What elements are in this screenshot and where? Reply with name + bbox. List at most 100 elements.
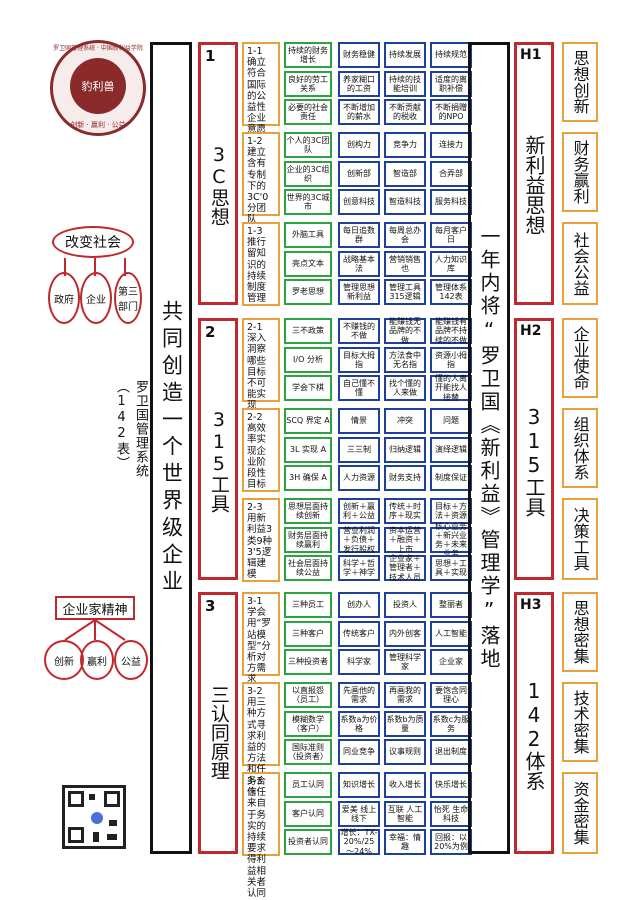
blue-box-2-3-2-2: 资本运营＋融资＋上市 — [384, 526, 426, 554]
blue-box-1-2-3-3: 服务科技 — [430, 189, 472, 215]
blue-box-2-1-3-2: 找个懂的人来做 — [384, 375, 426, 401]
spine-one-year-text: 一年内将“罗卫国《新利益》管理学”落地 — [477, 225, 501, 671]
h1-item-1-text: 思想创新 — [570, 50, 590, 114]
sub-item-1-2: 1-2 建立含有专制下的3C'0分团队 — [242, 132, 280, 225]
blue-box-3-3-3-3: 回报：以20%为例 — [430, 829, 472, 855]
h3-item-1: 思想密集 — [562, 592, 598, 672]
h2-item-2-text: 组织体系 — [570, 416, 590, 480]
h3-item-2: 技术密集 — [562, 682, 598, 762]
blue-box-3-2-1-2: 再画我的需求 — [384, 682, 426, 708]
blue-box-1-1-3-1: 不断增加的薪水 — [338, 99, 380, 125]
spine-one-year: 一年内将“罗卫国《新利益》管理学”落地 — [468, 42, 510, 854]
blue-box-1-3-3-3: 管理体系142表 — [430, 279, 472, 305]
blue-box-3-2-3-3: 退出制度 — [430, 739, 472, 765]
entrepreneur-item-charity: 公益 — [114, 640, 148, 680]
green-box-3-1-1: 三种员工 — [284, 592, 332, 618]
h2-item-2: 组织体系 — [562, 408, 598, 488]
green-box-1-2-1: 个人的3C团队 — [284, 132, 332, 158]
blue-box-1-1-1-3: 持续规范 — [430, 42, 472, 68]
blue-box-2-3-2-1: 营业利润＋负债＋发行股权 — [338, 526, 380, 554]
blue-box-1-3-1-2: 每周总办会 — [384, 222, 426, 248]
section-2-number: 2 — [205, 323, 216, 341]
green-box-2-1-3: 学会下棋 — [284, 375, 332, 401]
entrepreneur-item-innovation: 创新 — [44, 640, 84, 680]
left-connectors — [64, 258, 126, 641]
blue-box-3-3-3-1: 增长：TX-20%/25～24% — [338, 828, 380, 856]
h3-box: H3 142体系 — [514, 592, 554, 854]
green-box-1-2-2: 企业的3C组织 — [284, 161, 332, 187]
h2-item-3-text: 决策工具 — [570, 507, 590, 571]
blue-box-2-2-1-2: 冲突 — [384, 408, 426, 434]
change-society-oval: 改变社会 — [52, 226, 134, 258]
blue-box-3-2-2-3: 系数c为服务 — [430, 711, 472, 737]
blue-box-3-2-1-3: 要饱含同理心 — [430, 682, 472, 708]
blue-box-2-2-1-3: 问题 — [430, 408, 472, 434]
h2-title: 315工具 — [522, 405, 546, 517]
blue-box-3-1-1-3: 整丽者 — [430, 592, 472, 618]
h3-item-3-text: 资金密集 — [570, 781, 590, 845]
sub-item-3-3: 3-3 信任来自于务实的持续要求得利益相关者认同 — [242, 772, 280, 899]
green-box-2-2-3: 3H 确保 A — [284, 465, 332, 491]
green-box-1-3-3: 罗老思想 — [284, 279, 332, 305]
blue-box-1-3-2-1: 战略基本法 — [338, 251, 380, 277]
blue-box-1-2-2-2: 智造部 — [384, 161, 426, 187]
blue-box-3-1-2-3: 人工智能 — [430, 621, 472, 647]
section-3-title: 三认同原理 — [207, 684, 230, 780]
blue-box-2-2-2-1: 三三制 — [338, 437, 380, 463]
blue-box-3-1-3-1: 科学家 — [338, 649, 380, 675]
blue-box-1-1-2-1: 养家糊口的工资 — [338, 71, 380, 97]
h1-item-2: 财务赢利 — [562, 132, 598, 212]
qr-code — [62, 785, 126, 849]
blue-box-2-2-1-1: 情景 — [338, 408, 380, 434]
green-box-3-3-2: 客户认同 — [284, 801, 332, 827]
h3-label: H3 — [520, 597, 542, 613]
blue-box-3-3-3-2: 幸福：情趣 — [384, 829, 426, 855]
blue-box-2-3-3-3: 思想＋工具＋实现 — [430, 555, 472, 581]
blue-box-1-1-3-2: 不断贡献的税收 — [384, 99, 426, 125]
blue-box-3-2-2-2: 系数b为质量 — [384, 711, 426, 737]
blue-box-2-1-2-3: 资源小拇指 — [430, 347, 472, 373]
blue-box-3-3-1-3: 快乐增长 — [430, 772, 472, 798]
green-box-2-3-1: 思想层面持续创新 — [284, 498, 332, 524]
society-item-government: 政府 — [48, 272, 80, 324]
blue-box-3-2-1-1: 先画他的需求 — [338, 682, 380, 708]
blue-box-2-3-2-3: 核心业务＋新兴业务＋未来业务 — [430, 522, 472, 558]
section-1-number: 1 — [205, 47, 216, 65]
entrepreneur-spirit-box: 企业家精神 — [55, 596, 135, 620]
blue-box-1-1-3-3: 不断捐赠的NPO — [430, 99, 472, 125]
green-box-3-3-1: 员工认同 — [284, 772, 332, 798]
blue-box-1-2-1-3: 连接力 — [430, 132, 472, 158]
blue-box-3-1-1-2: 投资人 — [384, 592, 426, 618]
green-box-2-1-2: I/O 分析 — [284, 347, 332, 373]
h1-label: H1 — [520, 47, 542, 63]
society-item-enterprise: 企业 — [80, 272, 112, 324]
sub-item-2-1: 2-1 深入洞察哪些目标不可能实现 — [242, 318, 280, 411]
blue-box-1-2-2-1: 创新部 — [338, 161, 380, 187]
blue-box-2-3-1-1: 创新＋赢利＋公益 — [338, 498, 380, 524]
blue-box-2-3-3-1: 科学＋哲学＋神学 — [338, 555, 380, 581]
blue-box-3-3-2-1: 爱美 线上线下 — [338, 801, 380, 827]
h1-item-3-text: 社会公益 — [570, 231, 590, 296]
green-box-3-3-3: 投资者认同 — [284, 829, 332, 855]
blue-box-1-1-1-1: 财务稳健 — [338, 42, 380, 68]
h1-item-2-text: 财务赢利 — [570, 140, 590, 204]
blue-box-1-2-1-1: 创构力 — [338, 132, 380, 158]
blue-box-1-2-1-2: 竞争力 — [384, 132, 426, 158]
blue-box-2-2-3-1: 人力资源 — [338, 465, 380, 491]
blue-box-3-1-2-1: 传统客户 — [338, 621, 380, 647]
blue-box-3-2-3-1: 同业竞争 — [338, 739, 380, 765]
blue-box-2-1-1-1: 不赚钱的不做 — [338, 318, 380, 344]
h3-item-2-text: 技术密集 — [570, 690, 590, 754]
blue-box-3-1-2-2: 内外创客 — [384, 621, 426, 647]
h2-item-1: 企业使命 — [562, 318, 598, 398]
organization-logo — [50, 40, 146, 136]
blue-box-2-1-2-1: 目标大拇指 — [338, 347, 380, 373]
section-2-title: 315工具 — [207, 409, 230, 513]
h3-title: 142体系 — [522, 679, 546, 791]
green-box-3-1-2: 三种客户 — [284, 621, 332, 647]
blue-box-1-2-3-2: 智造科技 — [384, 189, 426, 215]
blue-box-2-2-3-2: 财务支持 — [384, 465, 426, 491]
green-box-1-1-3: 必要的社会责任 — [284, 99, 332, 125]
h1-item-1: 思想创新 — [562, 42, 598, 122]
green-box-1-2-3: 世界的3C城市 — [284, 189, 332, 215]
